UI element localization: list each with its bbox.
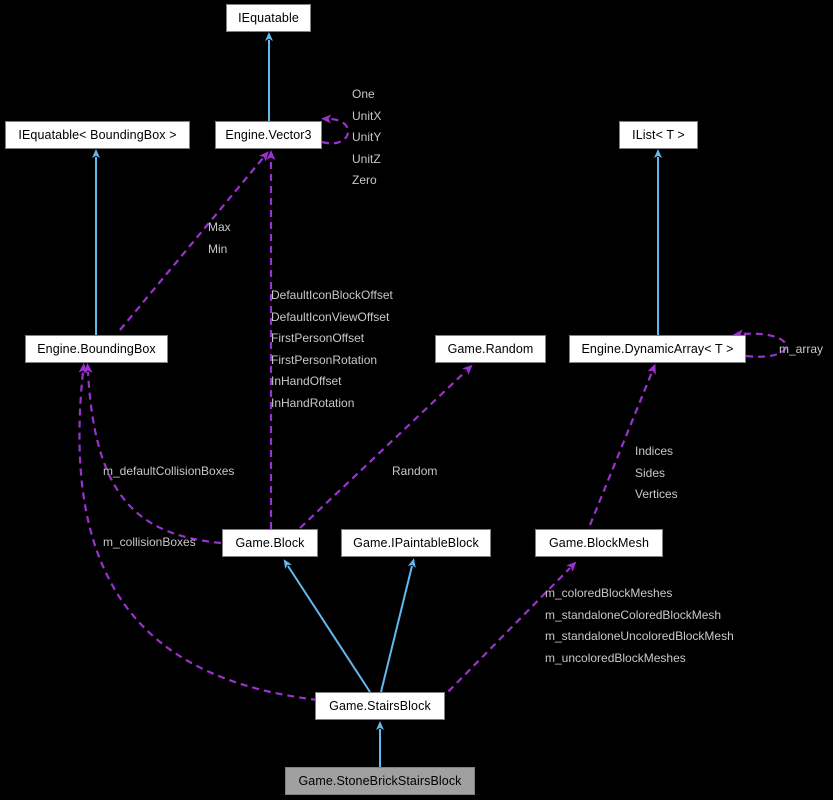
- class-node-label: Engine.Vector3: [225, 127, 312, 142]
- member-label: InHandOffset: [271, 374, 342, 388]
- class-node-iequatable-boundingbox[interactable]: IEquatable< BoundingBox >: [5, 121, 190, 149]
- class-node-label: Game.Block: [235, 535, 305, 550]
- class-node-label: Game.StairsBlock: [329, 698, 431, 713]
- edge-members-blockmesh-dynamicarray: Indices Sides Vertices: [635, 441, 678, 506]
- inheritance-edges: [92, 32, 662, 767]
- edge-members-stairsblock-blockmesh: m_coloredBlockMeshes m_standaloneColored…: [545, 583, 734, 669]
- member-label: UnitX: [352, 108, 382, 123]
- class-node-game-ipaintableblock[interactable]: Game.IPaintableBlock: [341, 529, 491, 557]
- member-label: UnitZ: [352, 151, 381, 166]
- member-label: One: [352, 87, 375, 101]
- class-node-iequatable[interactable]: IEquatable: [226, 4, 311, 32]
- class-node-label: Engine.BoundingBox: [37, 341, 156, 356]
- edge-members-vector3-self: One UnitX UnitY UnitZ Zero: [352, 84, 381, 192]
- class-node-label: Game.StoneBrickStairsBlock: [298, 773, 462, 788]
- member-label: Zero: [352, 173, 377, 187]
- class-node-engine-dynamicarray[interactable]: Engine.DynamicArray< T >: [569, 335, 746, 363]
- member-label: Sides: [635, 465, 666, 480]
- class-node-game-stonebrickstairsblock[interactable]: Game.StoneBrickStairsBlock: [285, 767, 475, 795]
- member-label: Vertices: [635, 487, 678, 501]
- class-node-label: IList< T >: [632, 127, 685, 142]
- member-label: m_coloredBlockMeshes: [545, 586, 673, 600]
- class-node-engine-vector3[interactable]: Engine.Vector3: [215, 121, 322, 149]
- class-node-label: IEquatable< BoundingBox >: [18, 127, 177, 142]
- member-label: Min: [208, 241, 228, 256]
- edge-blockmesh-uses-dynamicarray: [588, 363, 656, 526]
- edge-label-random: Random: [392, 464, 438, 478]
- edge-members-block-vector3: DefaultIconBlockOffset DefaultIconViewOf…: [271, 285, 393, 414]
- edge-stairsblock-to-block: [283, 559, 371, 693]
- usage-edges: [78, 114, 787, 702]
- edge-vector3-self-loop: [321, 114, 350, 145]
- class-node-label: Engine.DynamicArray< T >: [581, 341, 734, 356]
- member-label: FirstPersonRotation: [271, 352, 378, 367]
- member-label: UnitY: [352, 130, 382, 144]
- member-label: m_standaloneColoredBlockMesh: [545, 607, 722, 622]
- member-label: m_standaloneUncoloredBlockMesh: [545, 629, 734, 643]
- class-node-game-block[interactable]: Game.Block: [222, 529, 318, 557]
- member-label: DefaultIconViewOffset: [271, 309, 390, 324]
- member-label: FirstPersonOffset: [271, 331, 365, 345]
- class-node-engine-boundingbox[interactable]: Engine.BoundingBox: [25, 335, 168, 363]
- class-node-label: Game.BlockMesh: [548, 535, 650, 550]
- edge-label-m-collision-boxes: m_collisionBoxes: [103, 535, 196, 549]
- member-label: Max: [208, 220, 231, 234]
- edge-block-uses-boundingbox-default: [83, 363, 222, 545]
- edge-members-boundingbox-vector3: Max Min: [208, 217, 231, 260]
- class-node-ilist-t[interactable]: IList< T >: [619, 121, 698, 149]
- edge-stairsblock-uses-blockmesh: [439, 561, 577, 701]
- member-label: DefaultIconBlockOffset: [271, 288, 393, 302]
- class-node-label: Game.Random: [447, 341, 534, 356]
- class-node-label: IEquatable: [238, 10, 299, 25]
- member-label: m_uncoloredBlockMeshes: [545, 650, 686, 665]
- class-node-game-stairsblock[interactable]: Game.StairsBlock: [315, 692, 445, 720]
- member-label: InHandRotation: [271, 395, 355, 410]
- edge-boundingbox-uses-vector3: [119, 151, 269, 331]
- edge-dynamicarray-self-loop: [733, 329, 787, 358]
- class-node-game-random[interactable]: Game.Random: [435, 335, 546, 363]
- edge-stairsblock-to-ipaintableblock: [380, 558, 416, 693]
- edge-stairsblock-uses-boundingbox: [78, 363, 319, 702]
- edge-label-m-array: m_array: [779, 342, 824, 356]
- edge-label-m-default-collision-boxes: m_defaultCollisionBoxes: [103, 464, 235, 478]
- edge-block-uses-random: [299, 364, 473, 529]
- member-label: Indices: [635, 444, 674, 458]
- class-node-game-blockmesh[interactable]: Game.BlockMesh: [535, 529, 663, 557]
- class-node-label: Game.IPaintableBlock: [353, 535, 479, 550]
